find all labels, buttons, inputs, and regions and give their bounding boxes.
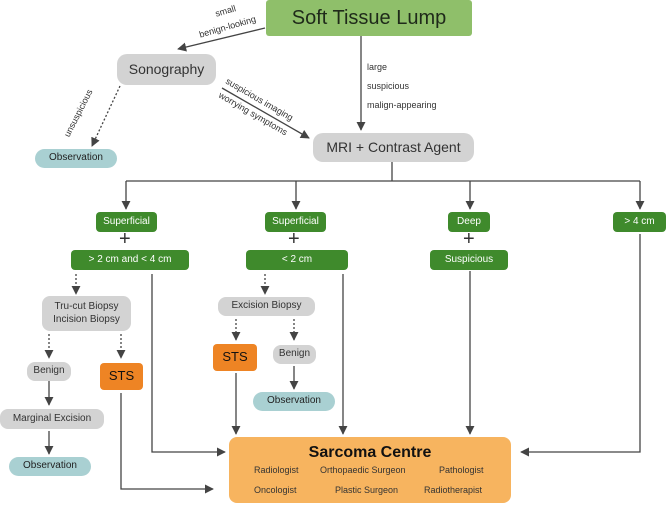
edge-sonography-to-observation <box>91 85 121 147</box>
edge-size-to-centre <box>151 274 226 457</box>
node-deep: Deep <box>448 212 490 232</box>
node-sarcoma-centre: Sarcoma Centre Radiologist Orthopaedic S… <box>229 437 511 503</box>
member-orthopaedic-surgeon: Orthopaedic Surgeon <box>320 465 406 475</box>
node-soft-tissue-lump: Soft Tissue Lump <box>266 0 472 36</box>
node-marginal-excision: Marginal Excision <box>0 409 104 429</box>
sarcoma-centre-title: Sarcoma Centre <box>308 444 432 461</box>
edge-sts-to-centre <box>120 393 214 494</box>
plus-sign-1: + <box>119 228 131 250</box>
plus-sign-2: + <box>288 228 300 250</box>
edge-sonography-to-mri <box>221 87 310 139</box>
node-mri-contrast-agent: MRI + Contrast Agent <box>313 133 474 162</box>
edge-label-malign-appearing: malign-appearing <box>367 100 437 110</box>
member-plastic-surgeon: Plastic Surgeon <box>335 485 399 495</box>
edge-label-suspicious: suspicious <box>367 81 410 91</box>
node-sts-2: STS <box>213 344 257 371</box>
node-superficial-1: Superficial <box>96 212 157 232</box>
node-superficial-2: Superficial <box>265 212 326 232</box>
node-size-lt-2cm: < 2 cm <box>246 250 348 270</box>
node-tru-cut-incision-biopsy: Tru-cut Biopsy Incision Biopsy <box>42 296 131 331</box>
member-radiologist: Radiologist <box>254 465 299 475</box>
node-suspicious: Suspicious <box>430 250 508 270</box>
member-oncologist: Oncologist <box>254 485 297 495</box>
node-observation: Observation <box>35 149 117 168</box>
node-excision-biopsy: Excision Biopsy <box>218 297 315 316</box>
member-pathologist: Pathologist <box>439 465 484 475</box>
node-observation-3: Observation <box>253 392 335 411</box>
label-tru-cut-biopsy: Tru-cut Biopsy <box>54 301 119 312</box>
node-sonography: Sonography <box>117 54 216 85</box>
edge-gt4-to-centre <box>520 234 641 457</box>
node-benign-2: Benign <box>273 345 316 364</box>
label-incision-biopsy: Incision Biopsy <box>53 313 120 325</box>
edge-label-large: large <box>367 62 388 72</box>
plus-sign-3: + <box>463 228 475 250</box>
node-sts-1: STS <box>100 363 143 390</box>
member-radiotherapist: Radiotherapist <box>424 485 483 495</box>
edge-lump-to-sonography <box>177 27 266 52</box>
node-observation-2: Observation <box>9 457 91 476</box>
node-size-2-to-4cm: > 2 cm and < 4 cm <box>71 250 189 270</box>
node-benign-1: Benign <box>27 362 71 381</box>
node-gt-4cm: > 4 cm <box>613 212 666 232</box>
